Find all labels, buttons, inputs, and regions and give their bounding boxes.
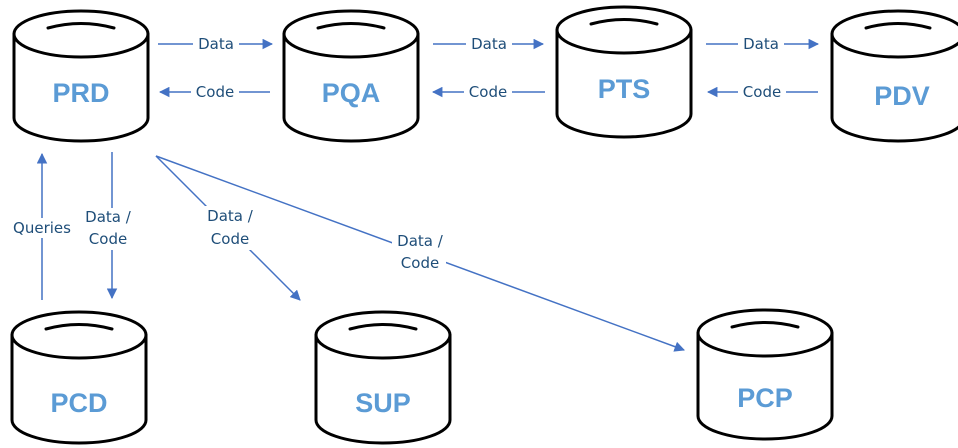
- flow-label-pts-pqa-code: Code: [469, 83, 507, 101]
- db-sup[interactable]: SUP: [314, 310, 452, 445]
- flow-label-pdv-pts-code: Code: [743, 83, 781, 101]
- db-pts[interactable]: PTS: [555, 5, 693, 139]
- db-pcd[interactable]: PCD: [10, 310, 148, 445]
- db-label-prd: PRD: [52, 78, 109, 108]
- db-prd[interactable]: PRD: [12, 9, 150, 143]
- flow-label-pqa-pts-data: Data: [471, 35, 507, 53]
- flow-label-pcd-prd-queries: Queries: [13, 219, 71, 237]
- edge-labels: Data Code Data Code Data Code Queries Da…: [6, 35, 786, 276]
- db-label-pcp: PCP: [737, 383, 793, 413]
- flow-label-prd-pcd-line2: Code: [89, 230, 127, 248]
- db-label-pts: PTS: [598, 74, 651, 104]
- flow-label-prd-sup-line2: Code: [211, 230, 249, 248]
- db-label-sup: SUP: [355, 388, 411, 418]
- db-pdv[interactable]: PDV: [830, 9, 958, 143]
- flow-label-prd-pqa-data: Data: [198, 35, 234, 53]
- db-label-pdv: PDV: [874, 81, 930, 111]
- db-pcp[interactable]: PCP: [696, 308, 834, 441]
- flow-label-pqa-prd-code: Code: [196, 83, 234, 101]
- db-label-pcd: PCD: [50, 388, 107, 418]
- edges: [36, 38, 820, 352]
- db-label-pqa: PQA: [322, 78, 381, 108]
- flow-label-prd-pcp-line1: Data /: [397, 232, 444, 250]
- flow-label-pts-pdv-data: Data: [743, 35, 779, 53]
- db-pqa[interactable]: PQA: [282, 9, 420, 143]
- flow-label-prd-sup-line1: Data /: [207, 207, 254, 225]
- flow-label-prd-pcp-line2: Code: [401, 254, 439, 272]
- flow-label-prd-pcd-line1: Data /: [85, 208, 132, 226]
